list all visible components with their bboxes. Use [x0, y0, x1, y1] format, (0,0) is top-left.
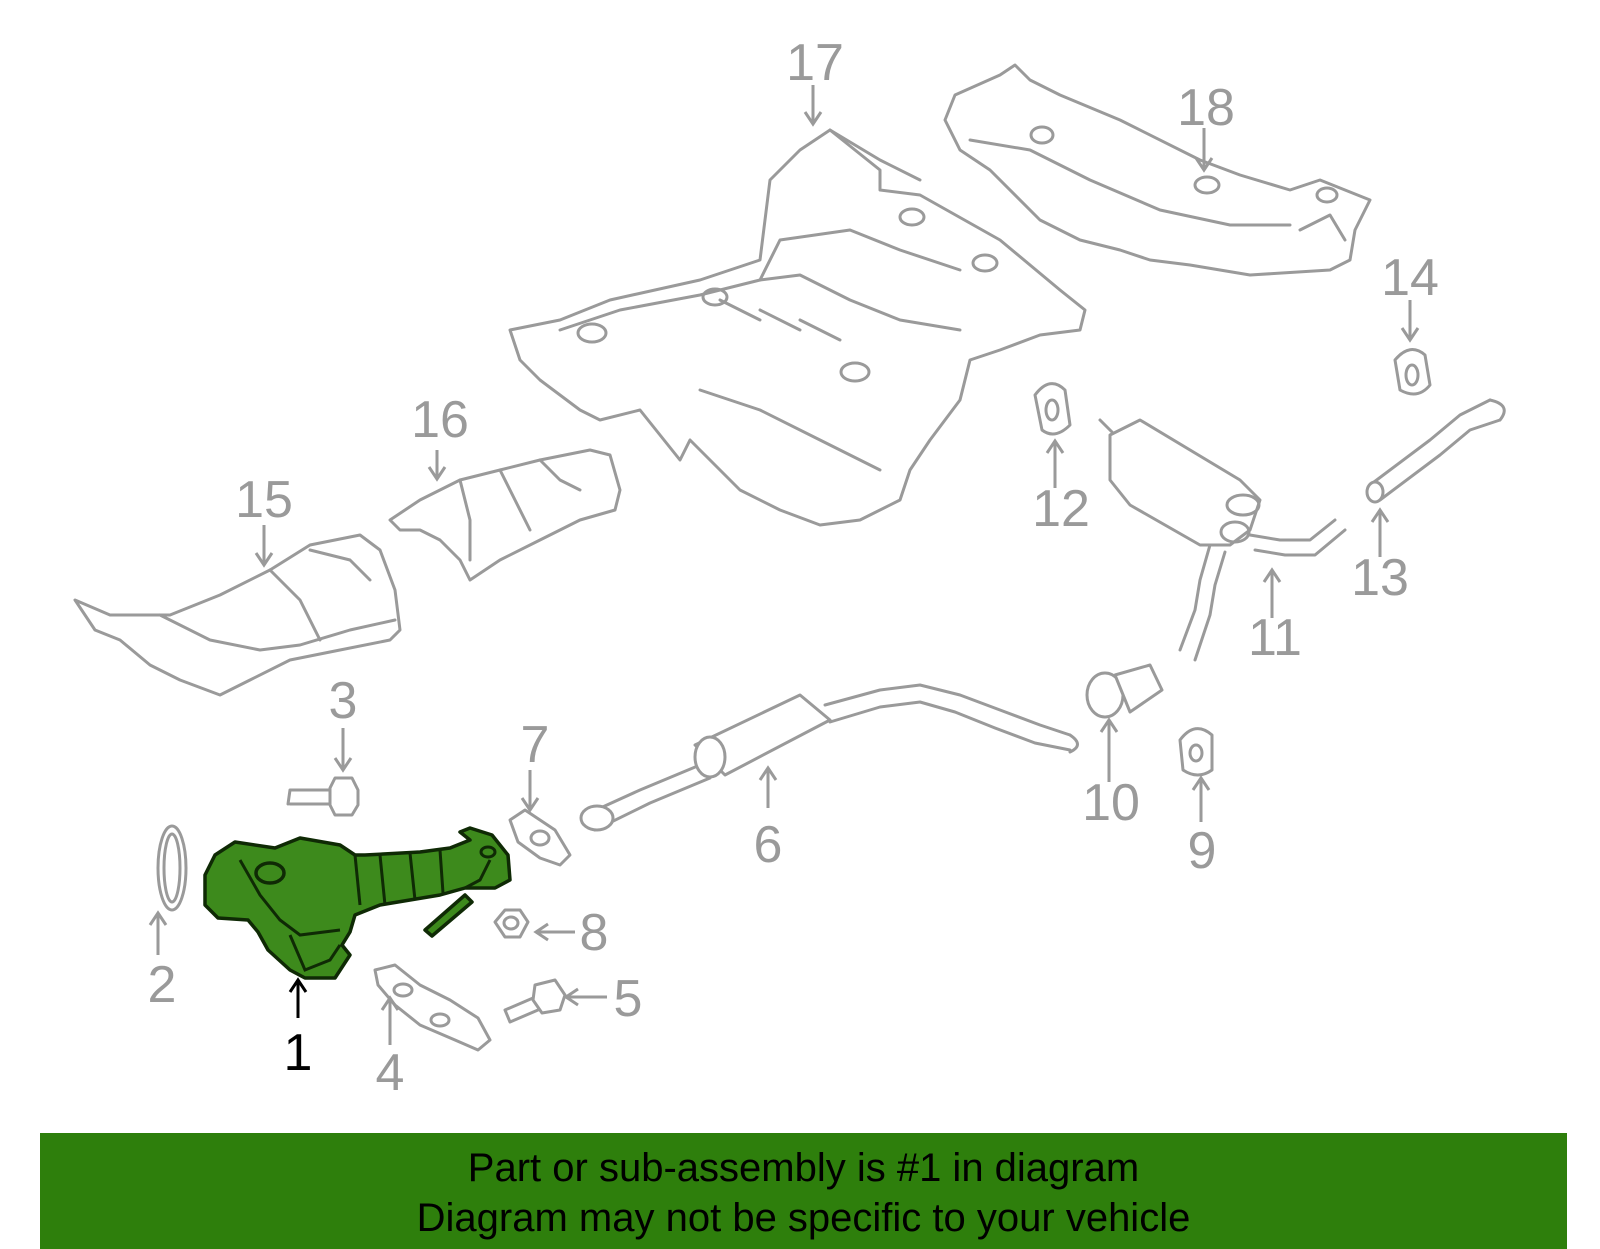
callout-14: 14	[1381, 249, 1439, 307]
info-banner: Part or sub-assembly is #1 in diagram Di…	[40, 1133, 1567, 1249]
part-11-muffler	[1098, 418, 1347, 662]
callout-labels: 1 2 3 4 5 6 7 8 9 10 11 12 13 14 15 16 1…	[148, 34, 1439, 1102]
part-12-hanger	[1033, 382, 1072, 436]
part-8-nut	[493, 908, 530, 939]
part-15-heat-shield	[73, 533, 402, 697]
part-18-rear-heat-shield	[943, 63, 1372, 277]
part-7-gasket	[508, 808, 572, 867]
callout-17: 17	[786, 34, 844, 92]
part-4-gasket	[373, 963, 492, 1052]
callout-6: 6	[754, 816, 783, 874]
part-16-heat-shield	[388, 448, 622, 582]
callout-15: 15	[235, 471, 293, 529]
part-9-hanger	[1178, 727, 1214, 777]
part-2-gasket	[156, 824, 188, 912]
part-14-hanger	[1393, 348, 1432, 396]
callout-5: 5	[614, 970, 643, 1028]
leader-arrows	[148, 85, 1420, 1045]
exhaust-system-diagram: 1 2 3 4 5 6 7 8 9 10 11 12 13 14 15 16 1…	[73, 34, 1506, 1102]
part-10-clamp	[1085, 663, 1164, 719]
callout-2: 2	[148, 956, 177, 1014]
callout-13: 13	[1351, 549, 1409, 607]
part-17-heat-shield	[508, 128, 1087, 527]
banner-line-1: Part or sub-assembly is #1 in diagram	[467, 1146, 1140, 1190]
part-1-catalytic-converter	[203, 826, 512, 980]
banner-line-2: Diagram may not be specific to your vehi…	[416, 1196, 1191, 1240]
callout-3: 3	[329, 672, 358, 730]
part-6-intermediate-pipe	[579, 683, 1079, 832]
callout-11: 11	[1248, 609, 1302, 667]
callout-10: 10	[1082, 774, 1140, 832]
callout-1: 1	[284, 1024, 313, 1082]
callout-18: 18	[1177, 79, 1235, 137]
callout-12: 12	[1032, 480, 1090, 538]
callout-7: 7	[521, 716, 550, 774]
part-3-bolt	[286, 776, 360, 817]
part-13-tailpipe	[1365, 398, 1506, 504]
callout-4: 4	[376, 1044, 405, 1102]
part-5-bolt	[503, 978, 567, 1024]
callout-9: 9	[1188, 822, 1217, 880]
callout-16: 16	[411, 391, 469, 449]
callout-8: 8	[580, 904, 609, 962]
